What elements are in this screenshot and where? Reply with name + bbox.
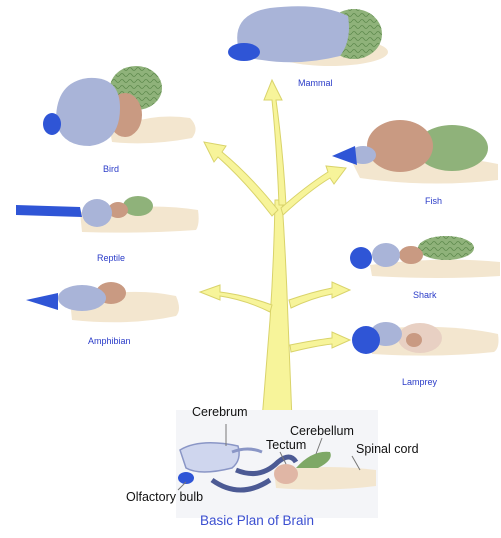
basic-plan-caption: Basic Plan of Brain bbox=[200, 513, 314, 528]
shark-label: Shark bbox=[413, 290, 437, 300]
olfactory-bulb-label: Olfactory bulb bbox=[126, 490, 203, 504]
tectum-label: Tectum bbox=[266, 438, 306, 452]
mammal-brain-image bbox=[228, 6, 388, 66]
arrow-to-bird bbox=[204, 142, 278, 216]
shark-brain-image bbox=[350, 236, 500, 278]
arrow-to-fish bbox=[281, 166, 346, 215]
spinal-cord-label: Spinal cord bbox=[356, 442, 419, 456]
fish-brain-image bbox=[332, 120, 498, 184]
bird-label: Bird bbox=[103, 164, 119, 174]
arrow-to-shark bbox=[289, 282, 350, 308]
fish-label: Fish bbox=[425, 196, 442, 206]
cerebellum-label: Cerebellum bbox=[290, 424, 354, 438]
amphibian-brain-image bbox=[26, 282, 179, 322]
cerebrum-label: Cerebrum bbox=[192, 405, 248, 419]
lamprey-label: Lamprey bbox=[402, 377, 437, 387]
arrow-to-lamprey bbox=[290, 332, 350, 352]
mammal-label: Mammal bbox=[298, 78, 333, 88]
evolution-tree-arrows bbox=[200, 80, 350, 420]
amphibian-label: Amphibian bbox=[88, 336, 131, 346]
bird-brain-image bbox=[43, 66, 196, 146]
reptile-label: Reptile bbox=[97, 253, 125, 263]
lamprey-brain-image bbox=[352, 322, 499, 356]
arrow-to-amphibian bbox=[200, 285, 272, 312]
arrow-to-mammal bbox=[264, 80, 286, 205]
reptile-brain-image bbox=[16, 196, 199, 233]
